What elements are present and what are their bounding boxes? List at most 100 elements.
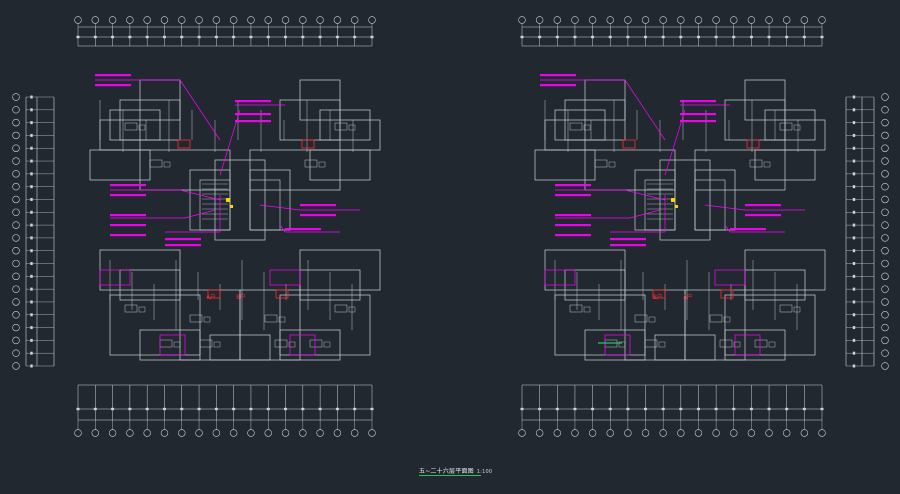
axis-bubble-icon	[178, 16, 186, 24]
dimension-text-mark	[30, 172, 33, 176]
fixture-outline	[138, 306, 146, 313]
axis-bubble-icon	[677, 16, 685, 24]
furniture-outline	[749, 159, 763, 168]
annotation-text-mark	[235, 120, 271, 123]
annotation-frame	[544, 269, 576, 286]
dimension-text-mark	[696, 407, 700, 411]
unit-labels: A户 B户 B户 A户	[206, 293, 693, 301]
annotation-text-mark	[110, 194, 146, 197]
axis-bubble-icon	[12, 336, 20, 345]
axis-bubble-icon	[12, 272, 20, 281]
dimension-text-mark	[214, 407, 218, 411]
yellow-marker	[230, 205, 233, 208]
dimension-text-mark	[626, 407, 630, 411]
fixture-outline	[348, 124, 356, 131]
dimension-text-mark	[767, 35, 771, 39]
furniture-outline	[594, 159, 608, 168]
axis-bubble-icon	[571, 429, 579, 437]
axis-bubble-icon	[264, 429, 272, 437]
dimension-text-mark	[852, 287, 856, 291]
floor-plan-left[interactable]	[89, 74, 381, 361]
annotation-text-mark	[110, 234, 146, 237]
annotation-text-mark	[110, 224, 146, 227]
dimension-text-mark	[128, 407, 132, 411]
room-outline	[634, 169, 676, 231]
dimension-text-mark	[679, 35, 683, 39]
dimension-text-mark	[679, 407, 683, 411]
axis-bubble-icon	[12, 349, 20, 357]
axis-bubble-icon	[160, 16, 169, 24]
axis-bubble-icon	[800, 429, 809, 437]
axis-bubble-icon	[12, 323, 20, 332]
furniture-outline	[264, 314, 278, 323]
room-outline	[339, 119, 381, 151]
furniture-outline	[274, 339, 288, 348]
axis-bubble-icon	[624, 429, 632, 437]
axis-bubble-icon	[818, 16, 826, 24]
annotation-frame	[99, 269, 131, 286]
dimension-text-mark	[30, 262, 33, 266]
dimension-text-mark	[661, 35, 665, 39]
dimension-text-mark	[852, 351, 856, 355]
red-room-tag	[301, 139, 315, 149]
axis-bubble-icon	[12, 93, 20, 101]
fixture-outline	[583, 124, 591, 131]
axis-bubble-icon	[881, 221, 889, 229]
leader-line-icon	[259, 204, 301, 211]
axis-bubble-icon	[12, 285, 20, 293]
fixture-outline	[288, 341, 296, 348]
axis-bubble-icon	[12, 234, 20, 242]
annotation-text-mark	[555, 184, 591, 187]
dimension-text-mark	[232, 407, 236, 411]
dimension-text-mark	[30, 146, 33, 150]
furniture-outline	[124, 304, 138, 313]
dimension-text-mark	[301, 407, 305, 411]
dimension-text-mark	[852, 326, 856, 330]
dimension-text-mark	[30, 351, 33, 355]
yellow-marker	[226, 198, 230, 202]
axis-bubble-icon	[229, 16, 238, 24]
dimension-text-mark	[353, 407, 357, 411]
leader-line-icon	[704, 204, 746, 211]
fixture-outline	[733, 341, 741, 348]
room-outline	[89, 149, 151, 181]
furniture-outline	[644, 339, 658, 348]
dimension-text-mark	[111, 407, 115, 411]
dimension-text-mark	[820, 407, 824, 411]
dimension-text-mark	[30, 300, 33, 304]
axis-bubble-icon	[783, 16, 791, 24]
axis-bubble-icon	[881, 131, 889, 140]
dimension-text-mark	[852, 210, 856, 214]
dimension-text-mark	[852, 364, 856, 368]
axis-bubble-icon	[881, 182, 889, 191]
axis-bubble-icon	[881, 234, 889, 242]
axis-bubble-icon	[881, 118, 889, 127]
furniture-outline	[124, 122, 138, 131]
left-dimension-lines	[12, 93, 55, 370]
dimension-text-mark	[749, 35, 753, 39]
dimension-text-mark	[232, 35, 236, 39]
fixture-outline	[793, 124, 801, 131]
dimension-text-mark	[555, 407, 559, 411]
fixture-outline	[608, 161, 616, 168]
dimension-text-mark	[802, 407, 806, 411]
dimension-text-mark	[249, 35, 253, 39]
dimension-text-mark	[180, 35, 184, 39]
dimension-text-mark	[30, 364, 33, 368]
dimension-text-mark	[802, 35, 806, 39]
dimension-text-mark	[573, 407, 577, 411]
axis-bubble-icon	[881, 208, 889, 216]
dimension-text-mark	[644, 407, 648, 411]
axis-bubble-icon	[881, 323, 889, 332]
axis-bubble-icon	[881, 362, 889, 370]
room-outline	[214, 159, 266, 241]
unit-label-right-b: B户	[653, 293, 663, 301]
leader-line-icon	[724, 224, 731, 233]
axis-bubble-icon	[712, 16, 720, 24]
room-outline	[189, 169, 231, 231]
room-outline	[109, 294, 201, 356]
annotation-text-mark	[745, 204, 781, 207]
floor-plan-right[interactable]	[534, 74, 826, 361]
axis-bubble-icon	[881, 144, 889, 152]
